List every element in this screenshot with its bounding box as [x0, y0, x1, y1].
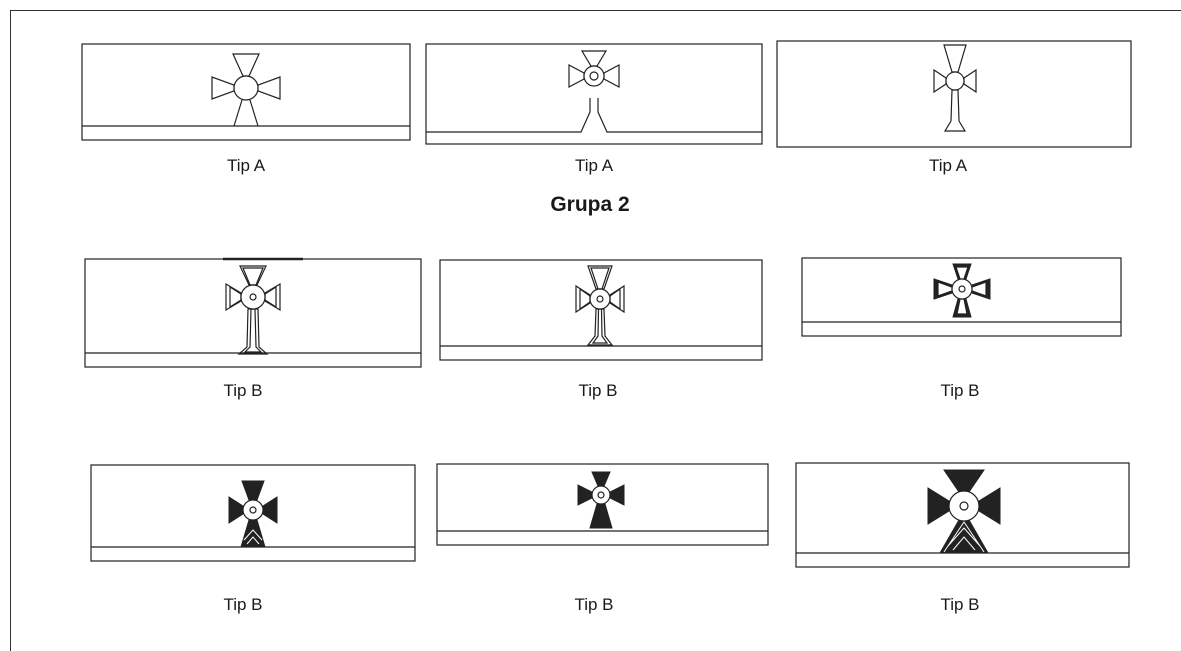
cross-pattee-icon [84, 257, 422, 368]
panel-9 [795, 462, 1130, 568]
caption-row3-col2: Tip B [574, 595, 614, 614]
cross-pattee-icon [81, 43, 411, 141]
panel-6 [801, 257, 1122, 337]
panel-2 [425, 43, 763, 145]
panel-5 [439, 259, 763, 361]
panel-3 [776, 40, 1132, 148]
group-title: Grupa 2 [550, 193, 630, 216]
cross-pattee-icon [801, 257, 1122, 337]
caption-row1-col3: Tip A [928, 156, 968, 175]
figure-frame [10, 10, 1181, 651]
cross-pattee-icon [436, 463, 769, 546]
caption-row1-col2: Tip A [574, 156, 614, 175]
caption-row2-col3: Tip B [940, 381, 980, 400]
cross-pattee-icon [776, 40, 1132, 148]
cross-pattee-icon [425, 43, 763, 145]
caption-row3-col3: Tip B [940, 595, 980, 614]
caption-row2-col2: Tip B [578, 381, 618, 400]
caption-row2-col1: Tip B [223, 381, 263, 400]
cross-pattee-icon [795, 462, 1130, 568]
panel-7 [90, 464, 416, 562]
panel-4 [84, 257, 422, 368]
panel-8 [436, 463, 769, 546]
cross-pattee-icon [439, 259, 763, 361]
caption-row1-col1: Tip A [226, 156, 266, 175]
panel-1 [81, 43, 411, 141]
caption-row3-col1: Tip B [223, 595, 263, 614]
cross-pattee-icon [90, 464, 416, 562]
